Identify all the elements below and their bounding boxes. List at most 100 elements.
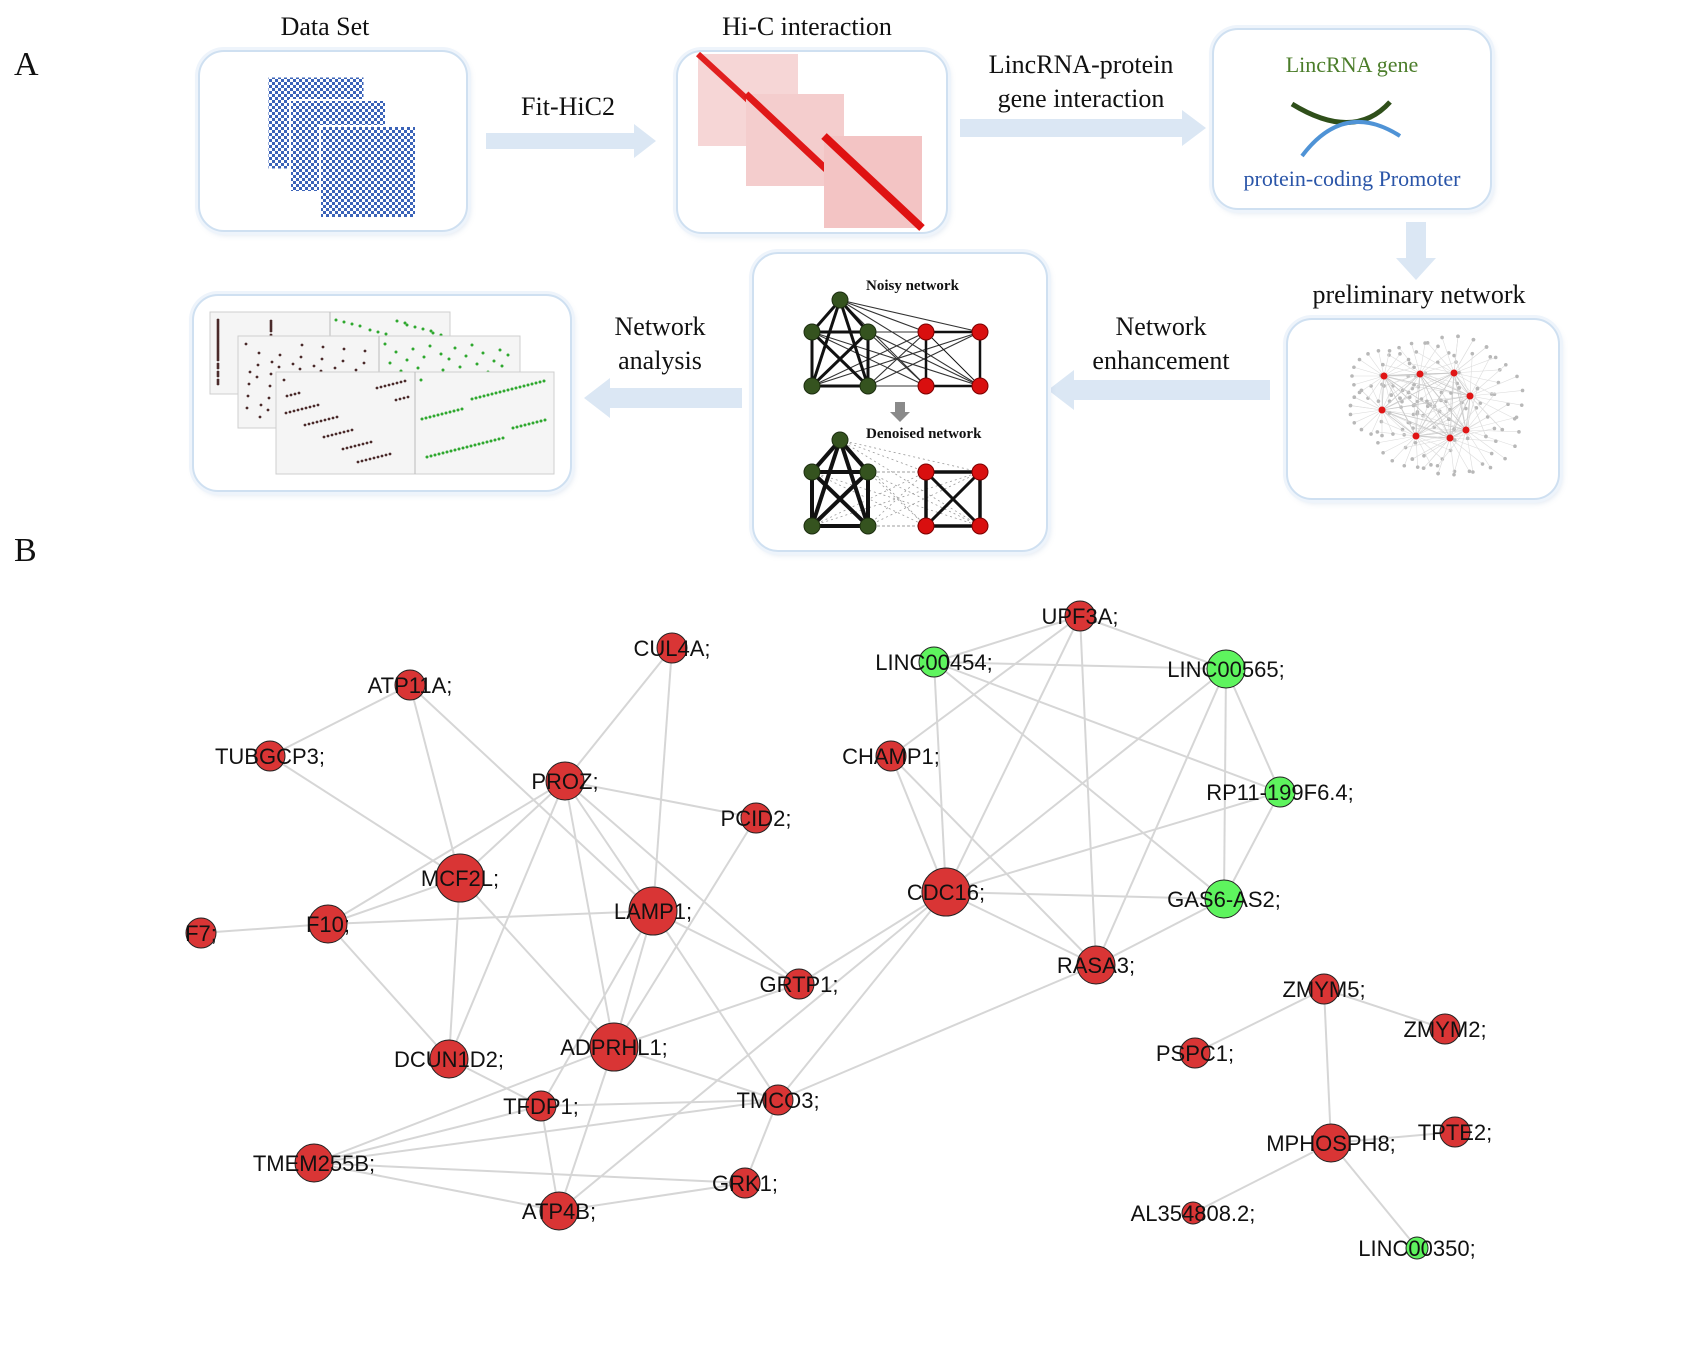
edge-ZMYM5-PSPC1 <box>1194 988 1325 1054</box>
node-RASA3[interactable] <box>1076 945 1116 985</box>
node-PSPC1[interactable] <box>1179 1037 1211 1069</box>
edge-TUBGCP3-MCF2L <box>269 755 461 879</box>
node-LINC00350[interactable] <box>1405 1236 1429 1260</box>
node-PROZ[interactable] <box>545 761 585 801</box>
green-dot <box>514 386 518 390</box>
node-ADPRHL1[interactable] <box>589 1022 639 1072</box>
node-DCUN1D2[interactable] <box>429 1039 469 1079</box>
node-GRK1[interactable] <box>729 1167 761 1199</box>
node-label-LINC00454: LINC00454; <box>875 650 992 675</box>
green-dot <box>502 389 506 393</box>
prelim-leaf-node <box>1425 341 1430 345</box>
prelim-hub-edge <box>1381 395 1471 411</box>
green-dot <box>465 445 469 449</box>
noisy-network-label: Noisy network <box>866 278 959 294</box>
prelim-leaf-node <box>1435 463 1440 468</box>
edge-LINC00454-RP11-199F6.4 <box>933 661 1281 793</box>
green-dot <box>494 391 498 395</box>
node-ATP11A[interactable] <box>394 669 426 701</box>
dark-dot <box>216 352 220 356</box>
prelim-hub-node <box>1412 432 1420 440</box>
node-LINC00565[interactable] <box>1206 649 1246 689</box>
node-label-CDC16: CDC16; <box>907 880 985 905</box>
node-TMCO3[interactable] <box>762 1084 794 1116</box>
node-RP11-199F6.4[interactable] <box>1264 776 1296 808</box>
dark-dot <box>311 421 315 425</box>
prelim-edge <box>1378 375 1385 402</box>
prelim-edge <box>1453 355 1471 397</box>
edge-PCID2-ADPRHL1 <box>613 817 757 1048</box>
cross-edge <box>867 471 981 527</box>
node-ZMYM5[interactable] <box>1308 973 1340 1005</box>
dark-dot <box>216 324 220 328</box>
node-F10[interactable] <box>308 904 348 944</box>
green-dot <box>481 351 485 355</box>
green-edge <box>810 470 870 528</box>
node-MPHOSPH8[interactable] <box>1311 1123 1351 1163</box>
green-dot <box>531 421 535 425</box>
cross-edge <box>867 471 927 527</box>
prelim-leaf-node <box>1379 419 1384 424</box>
dark-dot <box>333 366 337 370</box>
node-label-AL354808.2: AL354808.2; <box>1131 1201 1256 1226</box>
dark-dot <box>379 385 383 389</box>
edge-F7-F10 <box>200 923 329 934</box>
dark-dot <box>399 380 403 384</box>
dark-dot <box>216 382 220 386</box>
green-dot <box>510 387 514 391</box>
prelim-leaf-node <box>1436 344 1440 349</box>
node-label-TPTE2: TPTE2; <box>1418 1120 1493 1145</box>
edge-ZMYM5-ZMYM2 <box>1323 988 1446 1030</box>
node-TMEM255B[interactable] <box>294 1143 334 1183</box>
prelim-edge <box>1469 395 1522 406</box>
prelim-edge <box>1350 405 1383 411</box>
node-F7[interactable] <box>185 917 217 949</box>
edge-ATP11A-LAMP1 <box>409 684 654 912</box>
prelim-edge <box>1403 435 1417 466</box>
node-GAS6-AS2[interactable] <box>1204 879 1244 919</box>
green-dot <box>470 343 474 347</box>
red-edge <box>924 470 982 528</box>
node-TFDP1[interactable] <box>525 1090 557 1122</box>
node-TPTE2[interactable] <box>1439 1116 1471 1148</box>
edge-ADPRHL1-TMEM255B <box>313 1046 615 1164</box>
green-dot <box>422 355 426 359</box>
node-LINC00454[interactable] <box>918 646 950 678</box>
node-MCF2L[interactable] <box>435 853 485 903</box>
prelim-hub-edge <box>1381 372 1455 411</box>
edge-TFDP1-TMEM255B <box>313 1105 542 1164</box>
node-PCID2[interactable] <box>740 802 772 834</box>
prelim-edge <box>1469 395 1487 437</box>
green-dot <box>477 442 481 446</box>
cross-edge <box>867 471 927 527</box>
dark-dot <box>258 415 262 419</box>
green-dot <box>530 382 534 386</box>
node-CUL4A[interactable] <box>656 632 688 664</box>
node-ATP4B[interactable] <box>539 1191 579 1231</box>
dark-dot <box>278 353 282 357</box>
node-LAMP1[interactable] <box>628 886 678 936</box>
node-AL354808.2[interactable] <box>1181 1201 1205 1225</box>
green-dot <box>448 410 452 414</box>
prelim-leaf-node <box>1464 406 1468 411</box>
prelim-edge <box>1411 343 1421 375</box>
green-node <box>831 431 849 449</box>
enhancement-label: Network enhancement <box>1066 310 1256 378</box>
dark-dot <box>395 381 399 385</box>
prelim-hub-edge <box>1415 435 1451 439</box>
cross-edge <box>839 299 981 333</box>
node-TUBGCP3[interactable] <box>254 740 286 772</box>
dark-dot <box>300 407 304 411</box>
dark-dot <box>369 440 373 444</box>
node-GRTP1[interactable] <box>783 968 815 1000</box>
node-UPF3A[interactable] <box>1064 600 1096 632</box>
node-CHAMP1[interactable] <box>875 740 907 772</box>
cross-edge <box>811 331 981 387</box>
edge-LINC00565-RP11-199F6.4 <box>1225 668 1281 793</box>
node-CDC16[interactable] <box>921 867 971 917</box>
analysis-label-line2: analysis <box>618 346 702 375</box>
node-ZMYM2[interactable] <box>1429 1013 1461 1045</box>
prelim-edge <box>1426 401 1467 431</box>
green-dot <box>424 416 428 420</box>
prelim-edge <box>1423 437 1451 469</box>
